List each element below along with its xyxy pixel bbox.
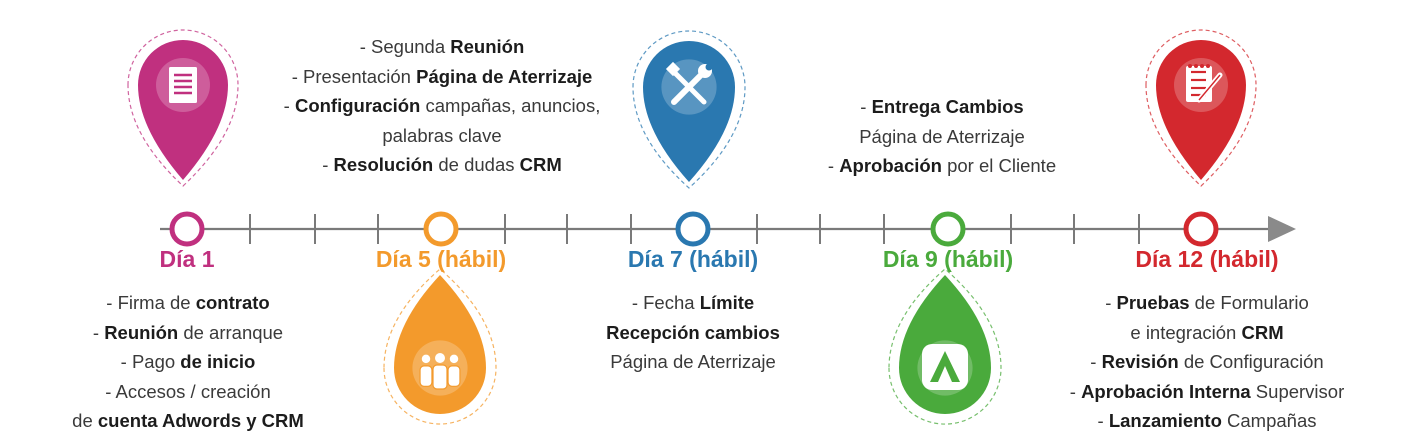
task-line: - Reunión de arranque [38, 318, 338, 348]
milestone-marker [675, 211, 711, 247]
milestone-marker [423, 211, 459, 247]
task-text: Página de Aterrizaje [859, 125, 1025, 147]
task-text: Supervisor [1250, 380, 1345, 402]
task-line: - Fecha Límite [543, 288, 843, 318]
milestone-marker [930, 211, 966, 247]
task-line: - Pago de inicio [38, 347, 338, 377]
task-line: - Resolución de dudas CRM [252, 150, 632, 180]
task-text: - [860, 96, 872, 117]
task-text: de [72, 410, 98, 431]
task-text-bold: Revisión [1101, 351, 1179, 372]
task-text: - Fecha [631, 292, 700, 313]
milestone-marker [1183, 211, 1219, 247]
milestone-markers [169, 211, 1219, 247]
document-icon [169, 67, 197, 103]
tasks-day-5: - Segunda Reunión- Presentación Página d… [252, 32, 632, 180]
day-label-5: Día 5 (hábil) [375, 246, 507, 272]
task-text: e integración [1130, 321, 1242, 343]
tools-icon [665, 61, 713, 105]
task-text: - [1097, 410, 1109, 431]
task-line: - Aprobación por el Cliente [792, 151, 1092, 181]
task-line: - Accesos / creación [38, 377, 338, 407]
tasks-day-1: - Firma de contrato- Reunión de arranque… [38, 288, 338, 436]
task-text: - Presentación [291, 65, 417, 87]
task-line: - Lanzamiento Campañas [1032, 406, 1382, 436]
task-text: de arranque [178, 321, 284, 343]
task-text: - Firma de [106, 292, 196, 313]
task-line: - Revisión de Configuración [1032, 347, 1382, 377]
task-text-bold: Aprobación Interna [1081, 380, 1251, 402]
day-label-7: Día 7 (hábil) [627, 246, 759, 272]
task-text: por el Cliente [941, 155, 1057, 176]
logo-a-icon [922, 344, 968, 390]
day-label-1: Día 1 [159, 246, 215, 272]
task-text-bold: Entrega Cambios [871, 96, 1024, 117]
pin-day-1 [127, 29, 239, 187]
task-line: - Presentación Página de Aterrizaje [252, 62, 632, 92]
task-text-bold: CRM [1241, 321, 1284, 343]
timeline-arrow [1268, 216, 1296, 242]
task-line: - Entrega Cambios [792, 92, 1092, 122]
task-text-bold: Lanzamiento [1108, 410, 1222, 431]
task-line: Página de Aterrizaje [543, 347, 843, 377]
task-text: de Configuración [1178, 351, 1324, 372]
task-text-bold: Recepción cambios [606, 321, 780, 343]
team-icon [419, 353, 461, 390]
task-text-bold: Aprobación [839, 155, 942, 176]
task-line: de cuenta Adwords y CRM [38, 406, 338, 436]
task-text: - Segunda [359, 36, 451, 57]
pin-day-9 [888, 268, 1002, 425]
task-text: Página de Aterrizaje [610, 351, 776, 372]
task-line: Recepción cambios [543, 318, 843, 348]
task-line: e integración CRM [1032, 318, 1382, 348]
milestone-marker [169, 211, 205, 247]
task-text-bold: Límite [699, 292, 755, 313]
pin-day-12 [1145, 29, 1257, 187]
task-text-bold: Reunión [104, 321, 179, 343]
task-text: - [1090, 351, 1102, 372]
task-text: campañas, anuncios, [420, 95, 601, 116]
task-text: - [1105, 292, 1117, 313]
task-line: palabras clave [252, 121, 632, 151]
task-line: - Pruebas de Formulario [1032, 288, 1382, 318]
task-text: de Formulario [1189, 292, 1309, 313]
timeline-ticks [249, 214, 1140, 244]
task-text: - Accesos / creación [105, 380, 271, 402]
milestone-pins [127, 29, 1257, 425]
day-label-12: Día 12 (hábil) [1135, 246, 1279, 272]
checklist-icon [1186, 64, 1223, 103]
task-line: Página de Aterrizaje [792, 122, 1092, 152]
task-text-bold: Reunión [450, 36, 525, 57]
task-text-bold: contrato [195, 292, 270, 313]
pin-day-5 [383, 268, 497, 425]
task-line: - Configuración campañas, anuncios, [252, 91, 632, 121]
task-text: - Pago [120, 351, 181, 372]
task-text-bold: Pruebas [1116, 292, 1190, 313]
task-line: - Segunda Reunión [252, 32, 632, 62]
task-text-bold: CRM [519, 154, 562, 175]
task-text: - [827, 155, 840, 176]
task-text: palabras clave [382, 124, 502, 146]
task-line: - Aprobación Interna Supervisor [1032, 377, 1382, 407]
task-text: - [322, 154, 334, 175]
task-text-bold: Configuración [294, 95, 421, 116]
task-text-bold: cuenta Adwords y CRM [97, 410, 304, 431]
task-text-bold: de inicio [180, 351, 256, 372]
task-text: Campañas [1221, 410, 1317, 431]
task-text: - [1069, 380, 1082, 402]
task-text: de dudas [433, 154, 520, 175]
pin-day-7 [632, 30, 746, 189]
task-text-bold: Página de Aterrizaje [416, 65, 593, 87]
task-line: - Firma de contrato [38, 288, 338, 318]
task-text: - [283, 95, 295, 116]
task-text: - [92, 321, 105, 343]
task-text-bold: Resolución [333, 154, 434, 175]
day-label-9: Día 9 (hábil) [882, 246, 1014, 272]
